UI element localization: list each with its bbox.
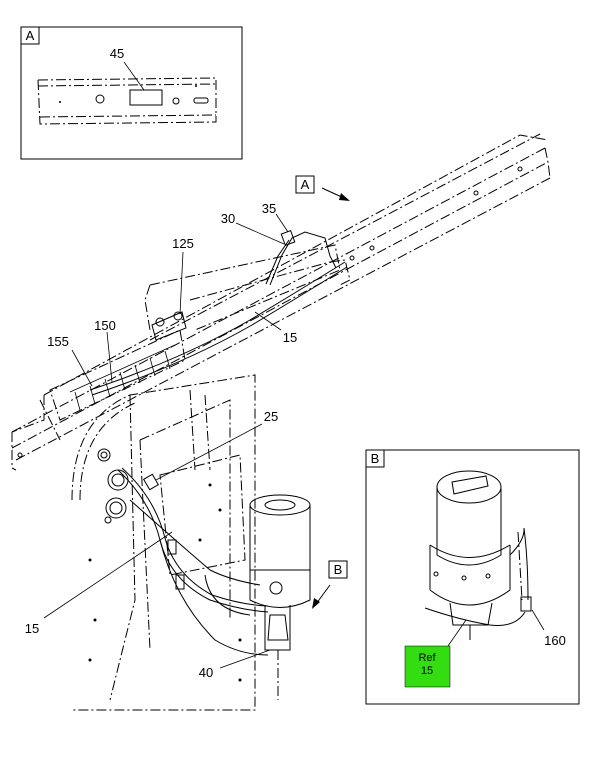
detail-b-label-box (365, 449, 385, 468)
upper-bracket (144, 244, 351, 331)
harness-15-lower (117, 467, 269, 656)
harness-30 (265, 230, 337, 286)
view-a-pointer: A (295, 175, 350, 201)
callout-155: 155 (47, 334, 69, 349)
detail-b-part-160 (520, 596, 532, 612)
ref-15-label: Ref (418, 652, 436, 664)
view-b-arrow (315, 584, 331, 605)
detail-a: A 45 (20, 26, 243, 160)
callout-15-left: 15 (25, 621, 39, 636)
detail-b-motor (424, 470, 532, 640)
callout-15-top: 15 (283, 330, 297, 345)
view-b-pointer: B (312, 560, 348, 609)
view-a-label: A (301, 177, 310, 192)
view-b-label-box (328, 560, 348, 579)
callout-150: 150 (94, 318, 116, 333)
grommets (97, 448, 160, 524)
detail-a-label: A (26, 28, 35, 43)
ref-15-number: 15 (421, 665, 433, 677)
ref-15-tag[interactable] (404, 645, 451, 688)
callout-40: 40 (199, 665, 213, 680)
clip-35 (280, 230, 296, 246)
detail-b: B 160 Ref 15 (365, 449, 580, 705)
callout-160: 160 (544, 633, 566, 648)
detail-a-leader-45 (123, 61, 145, 91)
frame-rail (11, 133, 551, 471)
detail-a-part-45 (129, 89, 163, 106)
view-b-label: B (334, 562, 343, 577)
detail-b-label: B (371, 451, 380, 466)
detail-a-frame (20, 26, 243, 160)
dryer-cylinder (204, 494, 311, 700)
detail-b-frame (365, 449, 580, 705)
callout-45: 45 (110, 46, 124, 61)
connector-block (49, 311, 187, 421)
view-a-arrowhead (339, 193, 350, 201)
detail-b-leader-ref (447, 619, 467, 647)
detail-a-bracket (37, 77, 217, 125)
callout-leaders (43, 213, 289, 669)
callout-35: 35 (262, 201, 276, 216)
view-b-arrowhead (312, 598, 320, 609)
mount-panel (71, 374, 256, 711)
detail-a-label-box (20, 26, 40, 45)
harness-15-upper (89, 261, 348, 396)
view-a-label-box (295, 175, 315, 194)
callout-25: 25 (264, 409, 278, 424)
callout-125: 125 (172, 236, 194, 251)
detail-b-leader-160 (531, 609, 545, 631)
callout-30: 30 (221, 211, 235, 226)
